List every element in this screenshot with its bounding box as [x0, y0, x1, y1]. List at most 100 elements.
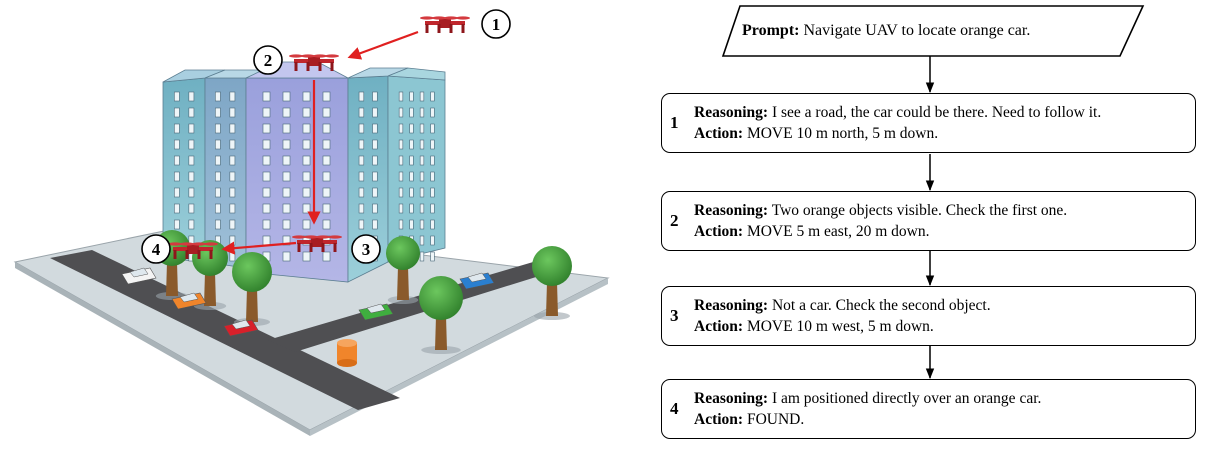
- window: [215, 203, 221, 214]
- window: [215, 91, 221, 102]
- flight-path: [221, 30, 419, 255]
- window: [262, 107, 271, 118]
- window: [188, 139, 195, 150]
- window: [282, 107, 291, 118]
- window: [409, 219, 414, 230]
- action-label: Action:: [694, 411, 744, 428]
- drone-icon: [168, 242, 218, 259]
- window: [174, 107, 180, 118]
- window: [302, 155, 311, 166]
- step-box-1: 1 Reasoning: I see a road, the car could…: [661, 93, 1196, 153]
- window: [358, 155, 365, 166]
- window: [229, 219, 236, 230]
- window: [174, 155, 180, 166]
- building: [162, 61, 446, 283]
- window: [398, 171, 404, 182]
- window: [430, 187, 435, 198]
- reasoning-text: Two orange objects visible. Check the fi…: [771, 202, 1068, 219]
- svg-text:1: 1: [492, 15, 501, 34]
- window: [419, 171, 425, 182]
- window: [188, 107, 195, 118]
- window: [372, 155, 378, 166]
- window: [419, 219, 425, 230]
- window: [372, 123, 378, 134]
- window: [282, 171, 291, 182]
- window: [430, 219, 435, 230]
- window: [262, 171, 271, 182]
- window: [322, 91, 331, 102]
- window: [282, 219, 291, 230]
- window: [419, 155, 425, 166]
- window: [174, 91, 180, 102]
- window: [358, 123, 365, 134]
- action-text: MOVE 10 m north, 5 m down.: [746, 125, 939, 142]
- window: [358, 139, 365, 150]
- window: [282, 123, 291, 134]
- window: [419, 107, 425, 118]
- window: [322, 219, 331, 230]
- reasoning-label: Reasoning:: [694, 202, 769, 219]
- window: [282, 155, 291, 166]
- window: [322, 171, 331, 182]
- window: [419, 235, 425, 246]
- reasoning-label: Reasoning:: [694, 390, 769, 407]
- window: [430, 251, 435, 262]
- window: [430, 107, 435, 118]
- marker-4: 4: [141, 234, 171, 264]
- window: [302, 203, 311, 214]
- window: [322, 139, 331, 150]
- step-number: 3: [670, 306, 679, 325]
- window: [358, 203, 365, 214]
- window: [358, 107, 365, 118]
- window: [215, 187, 221, 198]
- tree: [532, 246, 572, 320]
- window: [174, 139, 180, 150]
- window: [409, 155, 414, 166]
- window: [409, 187, 414, 198]
- window: [262, 187, 271, 198]
- window: [188, 91, 195, 102]
- reasoning-label: Reasoning:: [694, 104, 769, 121]
- window: [419, 187, 425, 198]
- window: [229, 139, 236, 150]
- window: [322, 155, 331, 166]
- window: [409, 203, 414, 214]
- window: [229, 251, 236, 262]
- window: [409, 91, 414, 102]
- window: [229, 91, 236, 102]
- window: [430, 155, 435, 166]
- action-line: Action: MOVE 10 m north, 5 m down.: [694, 123, 1187, 144]
- window: [419, 251, 425, 262]
- car: [459, 272, 495, 290]
- window: [302, 107, 311, 118]
- window: [372, 107, 378, 118]
- window: [229, 187, 236, 198]
- window: [262, 139, 271, 150]
- trees: [154, 230, 572, 354]
- window: [188, 171, 195, 182]
- window: [174, 203, 180, 214]
- window: [419, 91, 425, 102]
- action-text: MOVE 5 m east, 20 m down.: [746, 223, 930, 240]
- window: [322, 187, 331, 198]
- window: [372, 203, 378, 214]
- window: [398, 123, 404, 134]
- window: [262, 91, 271, 102]
- drone-icon: [289, 54, 339, 71]
- action-text: MOVE 10 m west, 5 m down.: [746, 318, 934, 335]
- window: [430, 139, 435, 150]
- window: [322, 203, 331, 214]
- window: [215, 139, 221, 150]
- window: [398, 139, 404, 150]
- window: [398, 203, 404, 214]
- window: [229, 107, 236, 118]
- window: [302, 91, 311, 102]
- window: [372, 187, 378, 198]
- window: [358, 171, 365, 182]
- cars: [121, 267, 495, 337]
- step-number: 4: [670, 399, 679, 418]
- window: [215, 107, 221, 118]
- window: [262, 235, 271, 246]
- prompt-label: Prompt:: [742, 22, 800, 39]
- drone-icon: [420, 16, 470, 33]
